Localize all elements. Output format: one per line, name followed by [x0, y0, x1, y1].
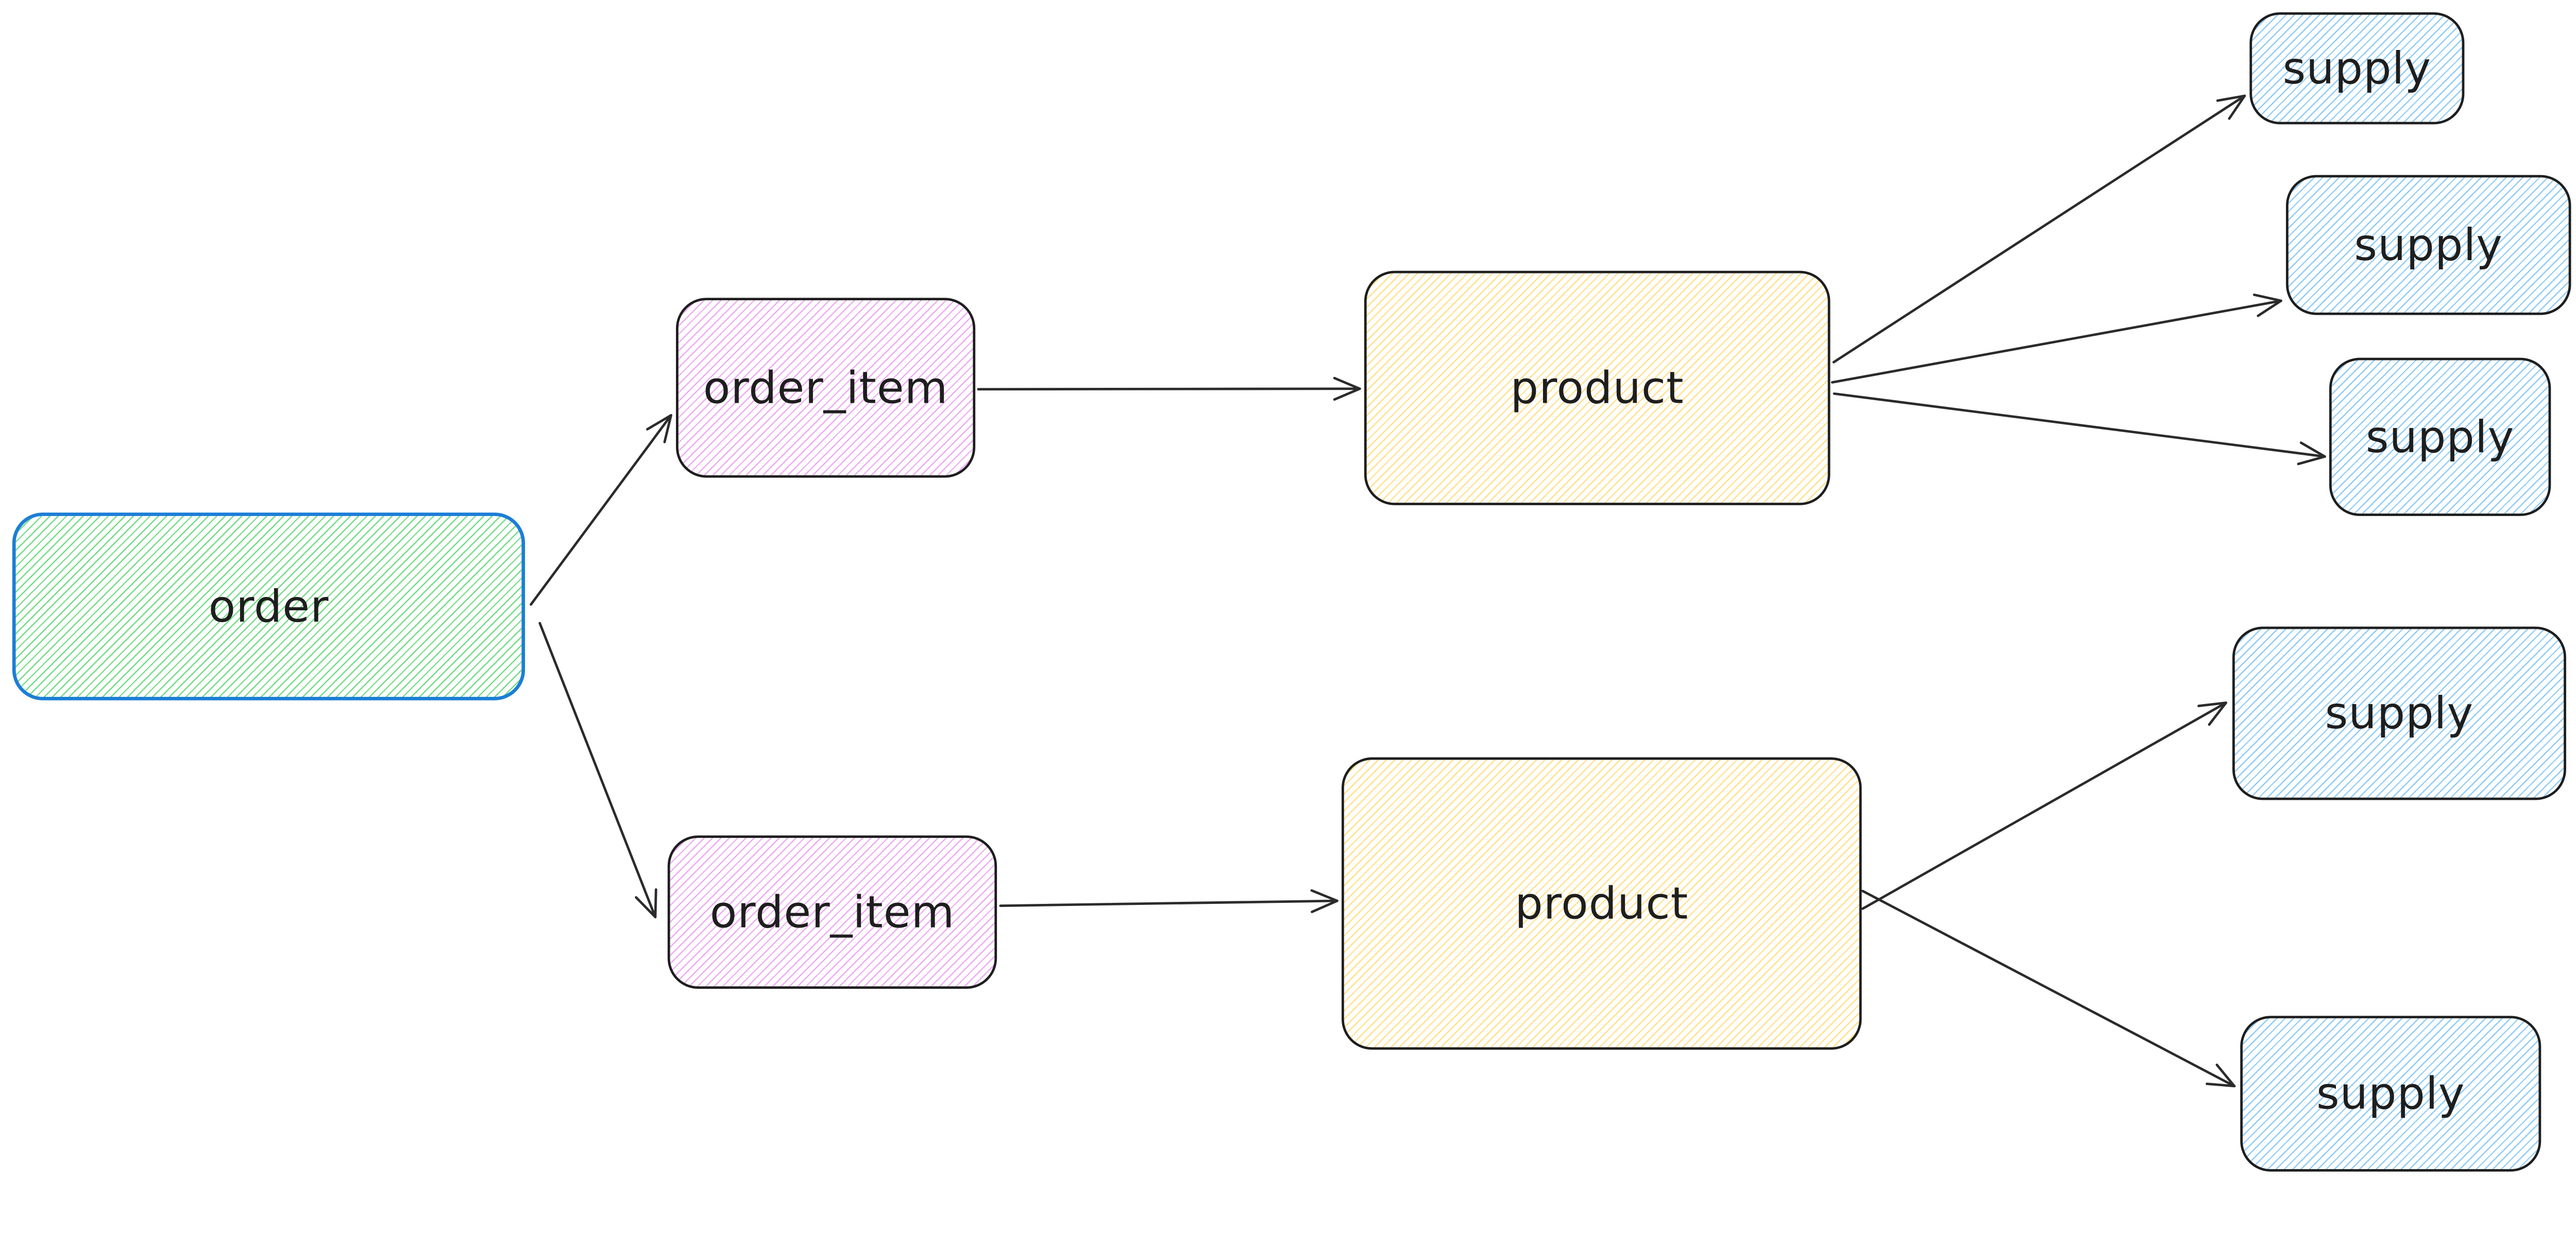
edge-product_2-to-supply_4[interactable]	[1861, 701, 2227, 910]
node-label: supply	[2365, 411, 2515, 463]
edge-order_item_2-to-product_2[interactable]	[999, 889, 1338, 913]
edge-product_2-to-supply_5[interactable]	[1861, 889, 2236, 1088]
node-order_item_2[interactable]: order_item	[667, 835, 997, 989]
node-label: order	[208, 580, 329, 632]
node-supply_4[interactable]: supply	[2232, 626, 2566, 800]
edge-product_1-to-supply_3[interactable]	[1833, 392, 2326, 466]
edge-layer	[530, 94, 2326, 1088]
node-supply_3[interactable]: supply	[2329, 357, 2551, 516]
edge-order-to-order_item_1[interactable]	[530, 414, 672, 606]
node-label: product	[1510, 362, 1684, 414]
edge-product_1-to-supply_2[interactable]	[1831, 293, 2282, 384]
node-supply_5[interactable]: supply	[2240, 1016, 2541, 1172]
node-label: order_item	[703, 362, 948, 414]
node-label: supply	[2325, 687, 2474, 740]
node-product_1[interactable]: product	[1364, 270, 1831, 505]
node-label: product	[1515, 878, 1689, 930]
edge-order-to-order_item_2[interactable]	[538, 622, 657, 918]
edge-product_1-to-supply_1[interactable]	[1832, 94, 2246, 364]
node-label: supply	[2316, 1068, 2465, 1120]
node-label: order_item	[709, 886, 955, 938]
node-order[interactable]: order	[12, 512, 526, 700]
node-label: supply	[2282, 42, 2432, 94]
node-supply_1[interactable]: supply	[2249, 12, 2465, 125]
edge-order_item_1-to-product_1[interactable]	[977, 376, 1361, 401]
node-label: supply	[2354, 219, 2503, 271]
node-product_2[interactable]: product	[1342, 757, 1862, 1050]
node-supply_2[interactable]: supply	[2286, 175, 2571, 315]
node-order_item_1[interactable]: order_item	[676, 298, 976, 478]
